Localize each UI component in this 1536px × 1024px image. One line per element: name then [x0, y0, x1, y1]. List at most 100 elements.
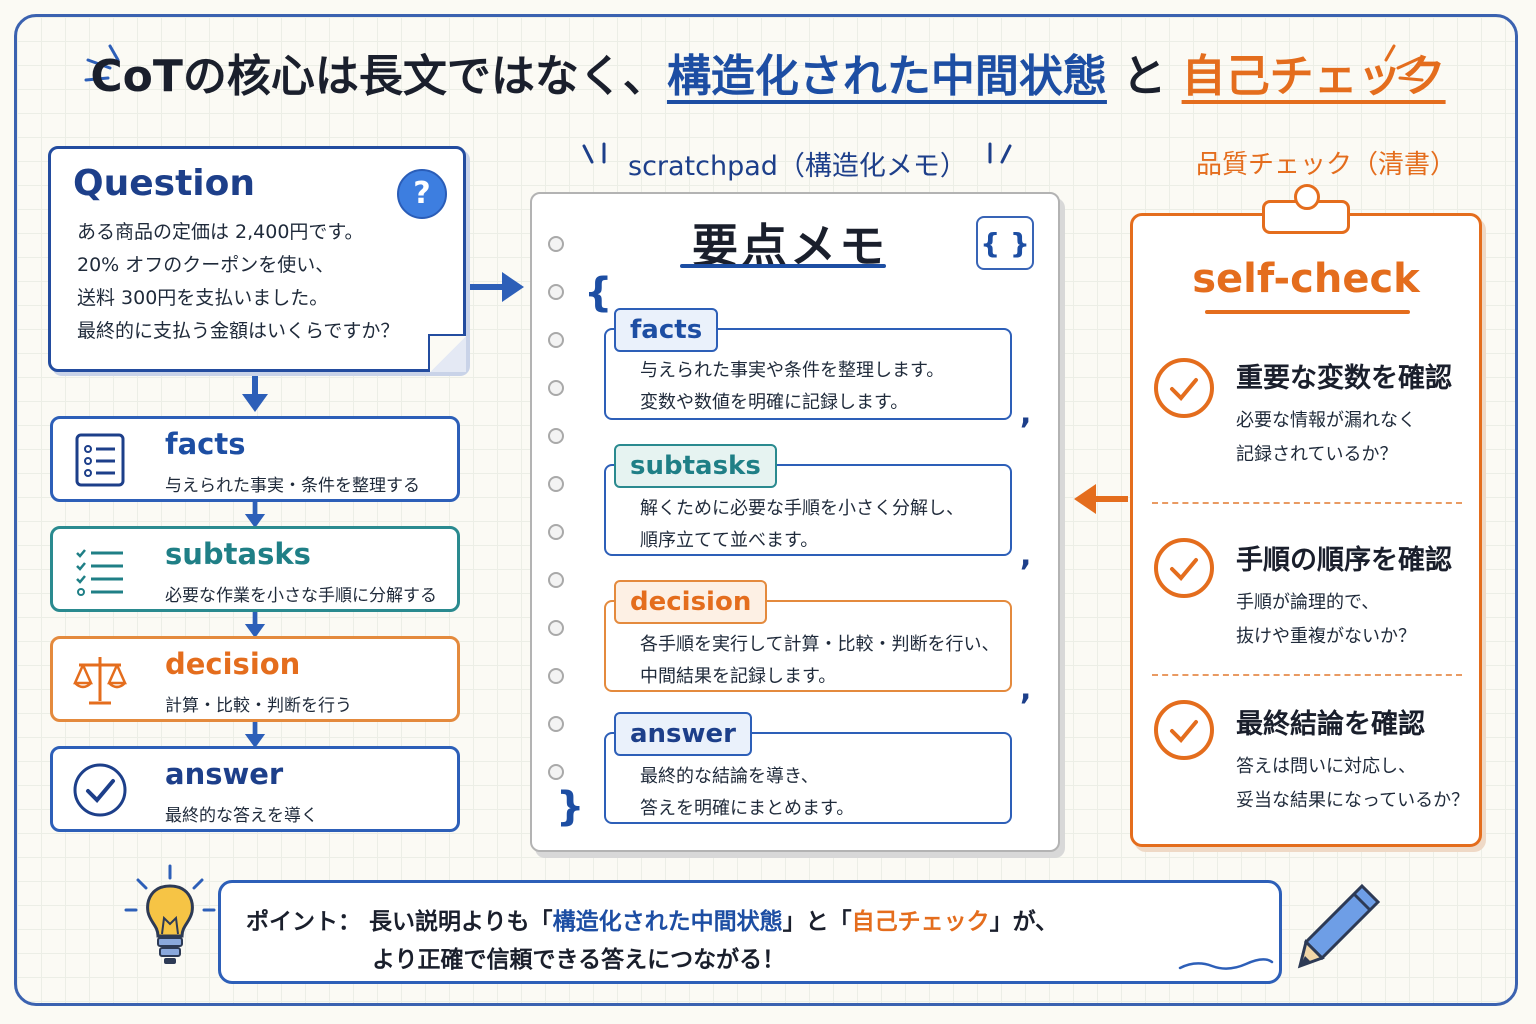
selfcheck-title: self-check — [1192, 256, 1420, 302]
step-decision: decision 計算・比較・判断を行う — [50, 636, 460, 722]
check-heading: 手順の順序を確認 — [1236, 545, 1452, 576]
binder-hole — [548, 572, 564, 588]
point-text: 」と「 — [782, 909, 852, 935]
section-tag: answer — [614, 712, 753, 756]
binder-hole — [548, 476, 564, 492]
check-heading: 最終結論を確認 — [1236, 709, 1425, 740]
arrow-right-icon — [470, 272, 524, 302]
check-desc: 抜けや重複がないか？ — [1236, 626, 1416, 647]
step-label: decision — [165, 647, 301, 681]
check-circle-icon — [73, 763, 127, 817]
check-desc: 手順が論理的で、 — [1236, 592, 1380, 613]
spark-right-icon — [1384, 44, 1424, 82]
check-desc: 必要な情報が漏れなく — [1236, 410, 1416, 431]
check-heading: 重要な変数を確認 — [1236, 363, 1452, 394]
point-text: 長い説明よりも「 — [369, 909, 553, 935]
step-label: facts — [165, 427, 246, 461]
clipboard-ring-icon — [1294, 184, 1320, 210]
section-line: 解くために必要な手順を小さく分解し、 — [640, 498, 964, 519]
spark-icon — [582, 142, 606, 164]
section-line: 与えられた事実や条件を整理します。 — [640, 360, 945, 381]
section-line: 変数や数値を明確に記録します。 — [640, 392, 909, 413]
braces-icon: { } — [976, 216, 1034, 270]
arrow-left-icon — [1074, 484, 1128, 514]
question-line: 最終的に支払う金額はいくらですか？ — [77, 320, 400, 342]
check-desc: 記録されているか？ — [1236, 444, 1398, 465]
arrow-down-icon — [242, 376, 268, 412]
step-label: answer — [165, 757, 284, 791]
page-fold-icon — [428, 334, 466, 372]
binder-hole — [548, 716, 564, 732]
question-line: 20% オフのクーポンを使い、 — [77, 254, 335, 276]
comma: , — [1020, 396, 1032, 431]
scale-icon — [73, 657, 127, 705]
check-desc: 妥当な結果になっているか？ — [1236, 790, 1470, 811]
section-tag: subtasks — [614, 444, 777, 488]
binder-hole — [548, 524, 564, 540]
comma: , — [1020, 538, 1032, 573]
check-circle-icon — [1154, 700, 1214, 760]
step-desc: 計算・比較・判断を行う — [165, 696, 352, 716]
pencil-icon — [1297, 883, 1381, 969]
binder-hole — [548, 668, 564, 684]
step-label: subtasks — [165, 537, 311, 571]
title-underline — [680, 264, 886, 268]
binder-hole — [548, 380, 564, 396]
arrow-down-icon — [244, 500, 266, 528]
spark-icon — [988, 142, 1012, 164]
point-box — [218, 880, 1282, 984]
title-part4: 自己チェック — [1181, 51, 1446, 102]
section-line: 答えを明確にまとめます。 — [640, 798, 855, 819]
binder-hole — [548, 620, 564, 636]
binder-hole — [548, 332, 564, 348]
point-line-1: ポイント： 長い説明よりも「構造化された中間状態」と「自己チェック」が、 — [246, 902, 1058, 936]
binder-hole — [548, 284, 564, 300]
open-brace: { — [584, 270, 613, 316]
title-underline — [1205, 310, 1410, 314]
step-answer: answer 最終的な答えを導く — [50, 746, 460, 832]
title-part1: CoTの核心は長文ではなく、 — [90, 51, 667, 102]
arrow-down-icon — [244, 720, 266, 748]
title-part3: と — [1122, 51, 1167, 102]
question-heading: Question — [73, 163, 255, 204]
section-tag: facts — [614, 308, 719, 352]
divider — [1152, 674, 1462, 676]
squiggle-icon — [1178, 958, 1274, 970]
title-part2: 構造化された中間状態 — [666, 51, 1107, 102]
list-icon — [75, 433, 125, 487]
section-line: 順序立てて並べます。 — [640, 530, 819, 551]
question-line: 送料 300円を支払いました。 — [77, 287, 329, 309]
point-text: 」が、 — [989, 909, 1059, 935]
page-title: CoTの核心は長文ではなく、構造化された中間状態 と 自己チェック — [0, 40, 1536, 104]
step-desc: 必要な作業を小さな手順に分解する — [165, 586, 437, 606]
point-highlight-blue: 構造化された中間状態 — [552, 909, 783, 935]
lightbulb-icon — [124, 864, 216, 964]
binder-hole — [548, 428, 564, 444]
scratchpad-header: scratchpad（構造化メモ） — [628, 151, 967, 182]
check-circle-icon — [1154, 538, 1214, 598]
step-subtasks: subtasks 必要な作業を小さな手順に分解する — [50, 526, 460, 612]
point-highlight-orange: 自己チェック — [851, 909, 990, 935]
spark-left-icon — [84, 44, 120, 82]
binder-hole — [548, 764, 564, 780]
check-circle-icon — [1154, 358, 1214, 418]
section-line: 各手順を実行して計算・比較・判断を行い、 — [640, 634, 1000, 655]
section-tag: decision — [614, 580, 768, 624]
checklist-icon — [76, 549, 123, 596]
close-brace: } — [556, 784, 585, 830]
check-desc: 答えは問いに対応し、 — [1236, 756, 1416, 777]
selfcheck-header: 品質チェック（清書） — [1196, 150, 1457, 180]
question-card: Question ? ある商品の定価は 2,400円です。 20% オフのクーポ… — [48, 146, 466, 372]
point-line-2: より正確で信頼できる答えにつながる！ — [372, 947, 786, 973]
comma: , — [1020, 672, 1032, 707]
question-line: ある商品の定価は 2,400円です。 — [77, 221, 364, 243]
divider — [1152, 502, 1462, 504]
step-desc: 最終的な答えを導く — [165, 806, 318, 826]
question-mark-icon: ? — [397, 169, 447, 219]
step-desc: 与えられた事実・条件を整理する — [165, 476, 420, 496]
arrow-down-icon — [244, 610, 266, 638]
point-label: ポイント： — [246, 909, 361, 935]
step-facts: facts 与えられた事実・条件を整理する — [50, 416, 460, 502]
section-line: 中間結果を記録します。 — [640, 666, 837, 687]
binder-hole — [548, 236, 564, 252]
